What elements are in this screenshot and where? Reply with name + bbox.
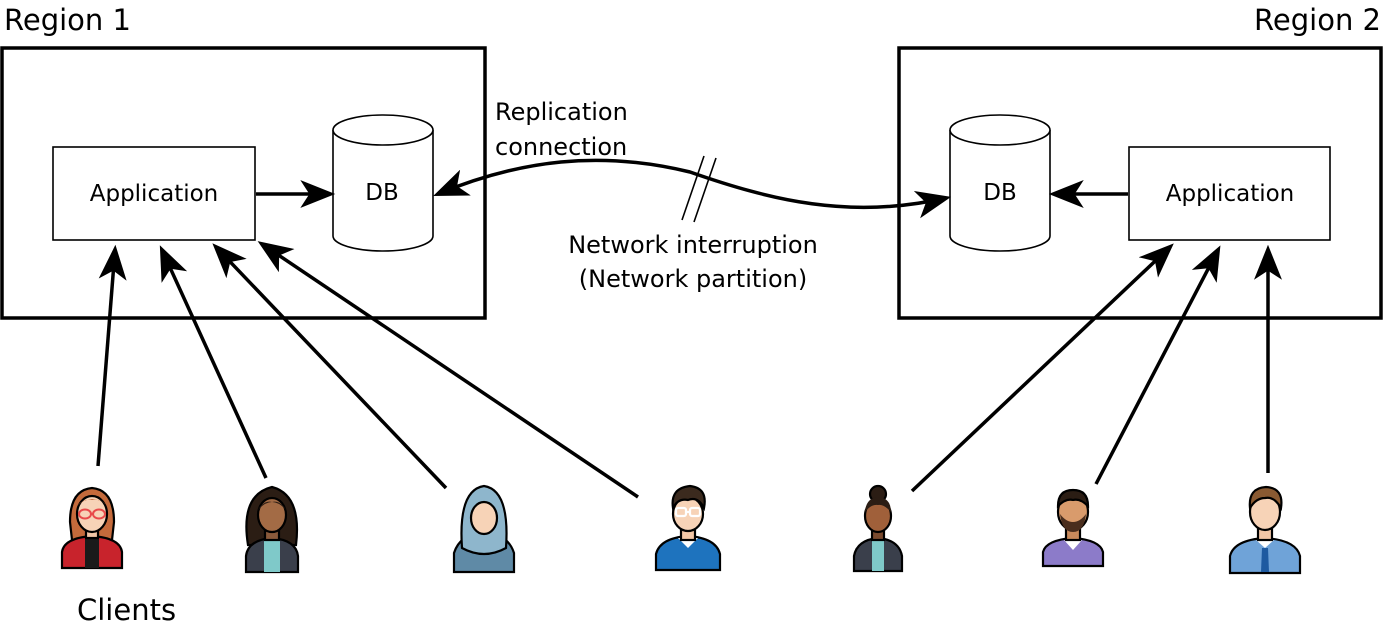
man-tie-blue-shirt-icon xyxy=(1228,485,1302,575)
man-glasses-blue-shirt-icon xyxy=(654,484,722,572)
woman-bun-hair-icon xyxy=(852,484,904,573)
client-2-arrow xyxy=(159,245,268,479)
clients-label: Clients xyxy=(77,593,176,627)
region-1-application: Application xyxy=(52,146,256,241)
client-5-arrow xyxy=(910,243,1174,493)
woman-red-hair-glasses-icon xyxy=(60,486,124,570)
replication-connection-arrow xyxy=(433,158,952,219)
region-2-title: Region 2 xyxy=(1254,3,1381,37)
woman-hijab-icon xyxy=(452,484,516,574)
region-2-db-label: DB xyxy=(983,180,1017,206)
client-4-arrow xyxy=(257,241,639,499)
network-interruption-label: Network interruption xyxy=(568,231,818,259)
network-partition-label: (Network partition) xyxy=(579,265,807,293)
region-1-db-label: DB xyxy=(365,180,399,206)
region-2-application-label: Application xyxy=(1166,181,1295,207)
replication-label-line2: connection xyxy=(495,133,627,161)
region-1-db: DB xyxy=(332,114,434,252)
network-break-marks xyxy=(681,155,717,223)
replication-label-line1: Replication xyxy=(495,98,628,126)
region-1-application-label: Application xyxy=(90,181,219,207)
woman-curly-hair-icon xyxy=(244,485,300,574)
client-3-arrow xyxy=(212,243,448,490)
client-1-arrow xyxy=(96,244,127,467)
client-6-arrow xyxy=(1094,245,1221,485)
region-2-db: DB xyxy=(949,114,1051,252)
region-1-title: Region 1 xyxy=(4,3,131,37)
man-beard-purple-shirt-icon xyxy=(1041,488,1105,568)
region-2-application: Application xyxy=(1128,146,1331,241)
